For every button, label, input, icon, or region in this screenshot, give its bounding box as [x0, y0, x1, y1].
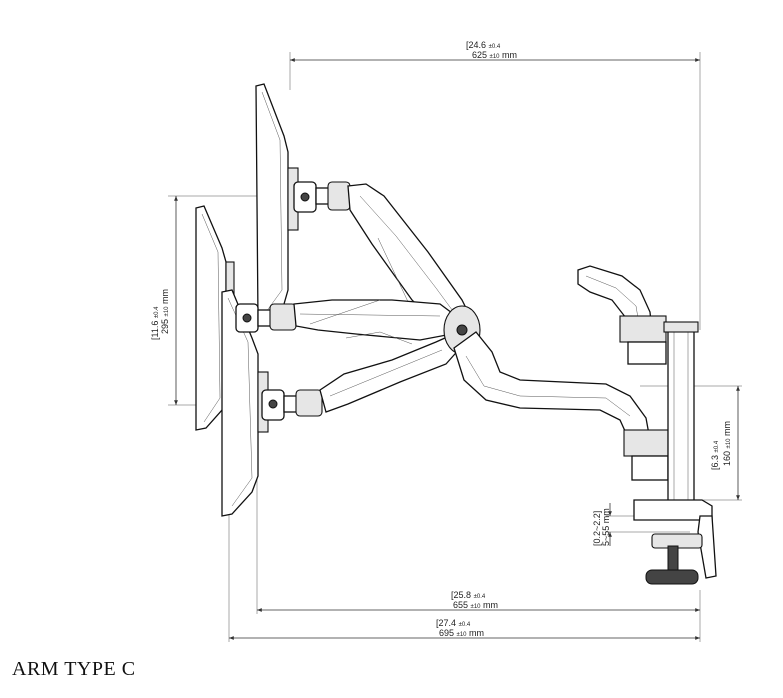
dimension-clamp-inch-label: [0.2~2.2]: [592, 511, 602, 546]
dimension-bottom-lower-inch-label: [27.4 ±0.4: [436, 618, 471, 628]
dimension-top-inch-label: [24.6 ±0.4: [466, 40, 501, 50]
tilt-joint-top: [293, 181, 351, 213]
dimension-left-inch-label: [11.6 ±0.4: [150, 306, 160, 340]
dimension-clamp-mm-label: 5~55 mm: [601, 508, 611, 546]
dimension-left-mm-label: 295 ±10 mm: [160, 289, 170, 334]
monitor-top: [255, 83, 299, 321]
collar-upper: [619, 315, 667, 365]
dimension-bottom-upper-mm-label: 655 ±10 mm: [453, 600, 498, 610]
dimension-left-vertical: [11.6 ±0.4 295 ±10 mm: [150, 195, 300, 406]
tilt-joint-middle: [235, 303, 297, 333]
collar-lower: [623, 429, 669, 481]
tilt-joint-bottom: [261, 389, 323, 421]
mounting-pole: [663, 321, 699, 503]
middle-gas-arm: [293, 299, 457, 341]
lower-extension-arm: [453, 331, 651, 443]
dimension-bottom-lower-mm-label: 695 ±10 mm: [439, 628, 484, 638]
lower-gas-arm: [319, 331, 463, 413]
dimension-right-inch-label: [6.3 ±0.4: [710, 440, 720, 470]
caption-title: ARM TYPE C: [12, 658, 136, 680]
desk-clamp: [633, 499, 717, 585]
dimension-right-mm-label: 160 ±10 mm: [722, 421, 732, 466]
dimension-bottom-upper-inch-label: [25.8 ±0.4: [451, 590, 486, 600]
dimension-bottom-lower: [27.4 ±0.4 695 ±10 mm: [228, 510, 701, 642]
dimension-top: [24.6 ±0.4 625 ±10 mm: [289, 40, 701, 330]
dimension-bottom-upper: [25.8 ±0.4 655 ±10 mm: [256, 400, 701, 614]
dimension-top-mm-label: 625 ±10 mm: [472, 50, 517, 60]
dimension-right-vertical: [6.3 ±0.4 160 ±10 mm: [640, 385, 742, 501]
